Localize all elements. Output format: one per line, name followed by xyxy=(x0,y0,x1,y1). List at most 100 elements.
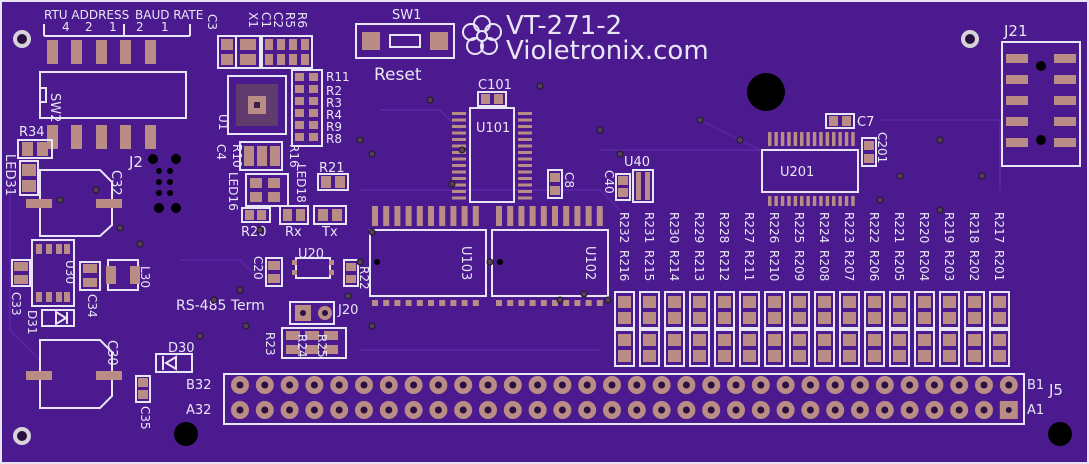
connector-pin-hole xyxy=(930,381,938,389)
c20-label: C20 xyxy=(251,256,265,280)
pad xyxy=(574,206,581,226)
pad xyxy=(819,132,823,146)
pad xyxy=(540,300,547,306)
resistor-outline xyxy=(789,329,810,367)
pad xyxy=(718,334,731,346)
l30-label: L30 xyxy=(138,266,152,288)
x1-label: X1 xyxy=(246,12,260,28)
pad xyxy=(800,196,804,206)
pad xyxy=(518,157,532,161)
r34-label: R34 xyxy=(19,125,45,140)
r34-led31: R34 LED31 xyxy=(2,125,53,196)
connector-pin-hole xyxy=(534,406,542,414)
pad xyxy=(452,164,466,167)
connector-pin-hole xyxy=(682,406,690,414)
pad xyxy=(768,312,781,324)
r24-label: R24 xyxy=(295,334,309,358)
resistor-outline xyxy=(614,329,635,367)
connector-pin-hole xyxy=(360,381,368,389)
brand-name: Violetronix.com xyxy=(506,36,709,66)
pad xyxy=(372,206,378,226)
resistor-label-top: R225 xyxy=(792,212,806,243)
pad xyxy=(993,312,1006,324)
connector-pin-hole xyxy=(707,381,715,389)
pad xyxy=(518,196,532,200)
brand-logo: VT-271-2 Violetronix.com xyxy=(462,11,709,66)
via-layer xyxy=(56,82,986,340)
baud-rate-label: BAUD RATE xyxy=(135,8,203,22)
resistor-label-bottom: R210 xyxy=(767,250,781,281)
pad xyxy=(780,196,785,206)
connector-pin-hole xyxy=(286,406,294,414)
j2-label: J2 xyxy=(128,153,143,171)
pad xyxy=(507,206,514,226)
pad xyxy=(718,350,731,362)
resistor-outline xyxy=(914,291,935,329)
resistor-label-top: R220 xyxy=(917,212,931,243)
u103-label: U103 xyxy=(458,246,473,280)
pad xyxy=(518,151,532,154)
a1-label: A1 xyxy=(1027,403,1044,418)
pad xyxy=(780,132,785,146)
connector-pin-hole xyxy=(434,406,442,414)
r6-label: R6 xyxy=(295,12,309,28)
via xyxy=(344,292,352,300)
r2-label: R2 xyxy=(326,84,342,98)
pad xyxy=(743,312,756,324)
pad xyxy=(518,206,525,226)
connector-pin-hole xyxy=(608,406,616,414)
resistor-label-top: R217 xyxy=(992,212,1006,243)
pad xyxy=(668,350,681,362)
pad xyxy=(518,131,532,135)
resistor-outline xyxy=(664,329,685,367)
connector-pin-hole xyxy=(980,406,988,414)
r5-label: R5 xyxy=(283,12,297,28)
resistor-outline xyxy=(814,291,835,329)
pad xyxy=(838,132,842,146)
pad xyxy=(868,334,881,346)
pad xyxy=(843,350,856,362)
via xyxy=(116,224,124,232)
u30-power: U30 C33 C34 L30 D31 xyxy=(9,239,152,335)
resistor-outline xyxy=(639,329,660,367)
r22-label: R22 xyxy=(357,266,371,290)
pad xyxy=(496,206,502,226)
u40-label: U40 xyxy=(624,155,650,170)
connector-pin-hole xyxy=(261,381,269,389)
connector-pin-hole xyxy=(906,381,914,389)
pad xyxy=(643,312,656,324)
resistor-outline xyxy=(789,291,810,329)
connector-pin-hole xyxy=(707,406,715,414)
pad xyxy=(643,350,656,362)
j21-connector: J21 xyxy=(1001,22,1081,167)
resistor-outline xyxy=(889,329,910,367)
connector-pin-hole xyxy=(459,381,467,389)
led-area: C4 R10 R16 LED16 LED18 R21 R20 Rx Tx xyxy=(214,141,349,240)
connector-pin-hole xyxy=(732,406,740,414)
pad xyxy=(507,300,514,306)
pad xyxy=(405,206,412,226)
pad xyxy=(574,300,581,306)
pad xyxy=(668,334,681,346)
pad xyxy=(918,350,931,362)
j21-label: J21 xyxy=(1003,22,1028,40)
pad xyxy=(552,300,558,306)
resistor-label-bottom: R206 xyxy=(867,250,881,281)
resistor-outline xyxy=(939,329,960,367)
via xyxy=(458,146,466,154)
resistor-label-top: R226 xyxy=(767,212,781,243)
u101-label: U101 xyxy=(476,121,510,136)
pad xyxy=(394,206,401,226)
pad xyxy=(618,312,631,324)
pad xyxy=(993,334,1006,346)
resistor-outline xyxy=(864,291,885,329)
resistor-label-top: R231 xyxy=(642,212,656,243)
pad xyxy=(643,296,656,308)
pad xyxy=(844,196,849,206)
connector-pin-hole xyxy=(955,406,963,414)
pad xyxy=(693,334,706,346)
led16-label: LED16 xyxy=(226,172,240,211)
r23-label: R23 xyxy=(263,332,277,356)
pad xyxy=(774,132,778,146)
crystal-area: C3 X1 C1 C2 R5 R6 xyxy=(205,12,313,69)
